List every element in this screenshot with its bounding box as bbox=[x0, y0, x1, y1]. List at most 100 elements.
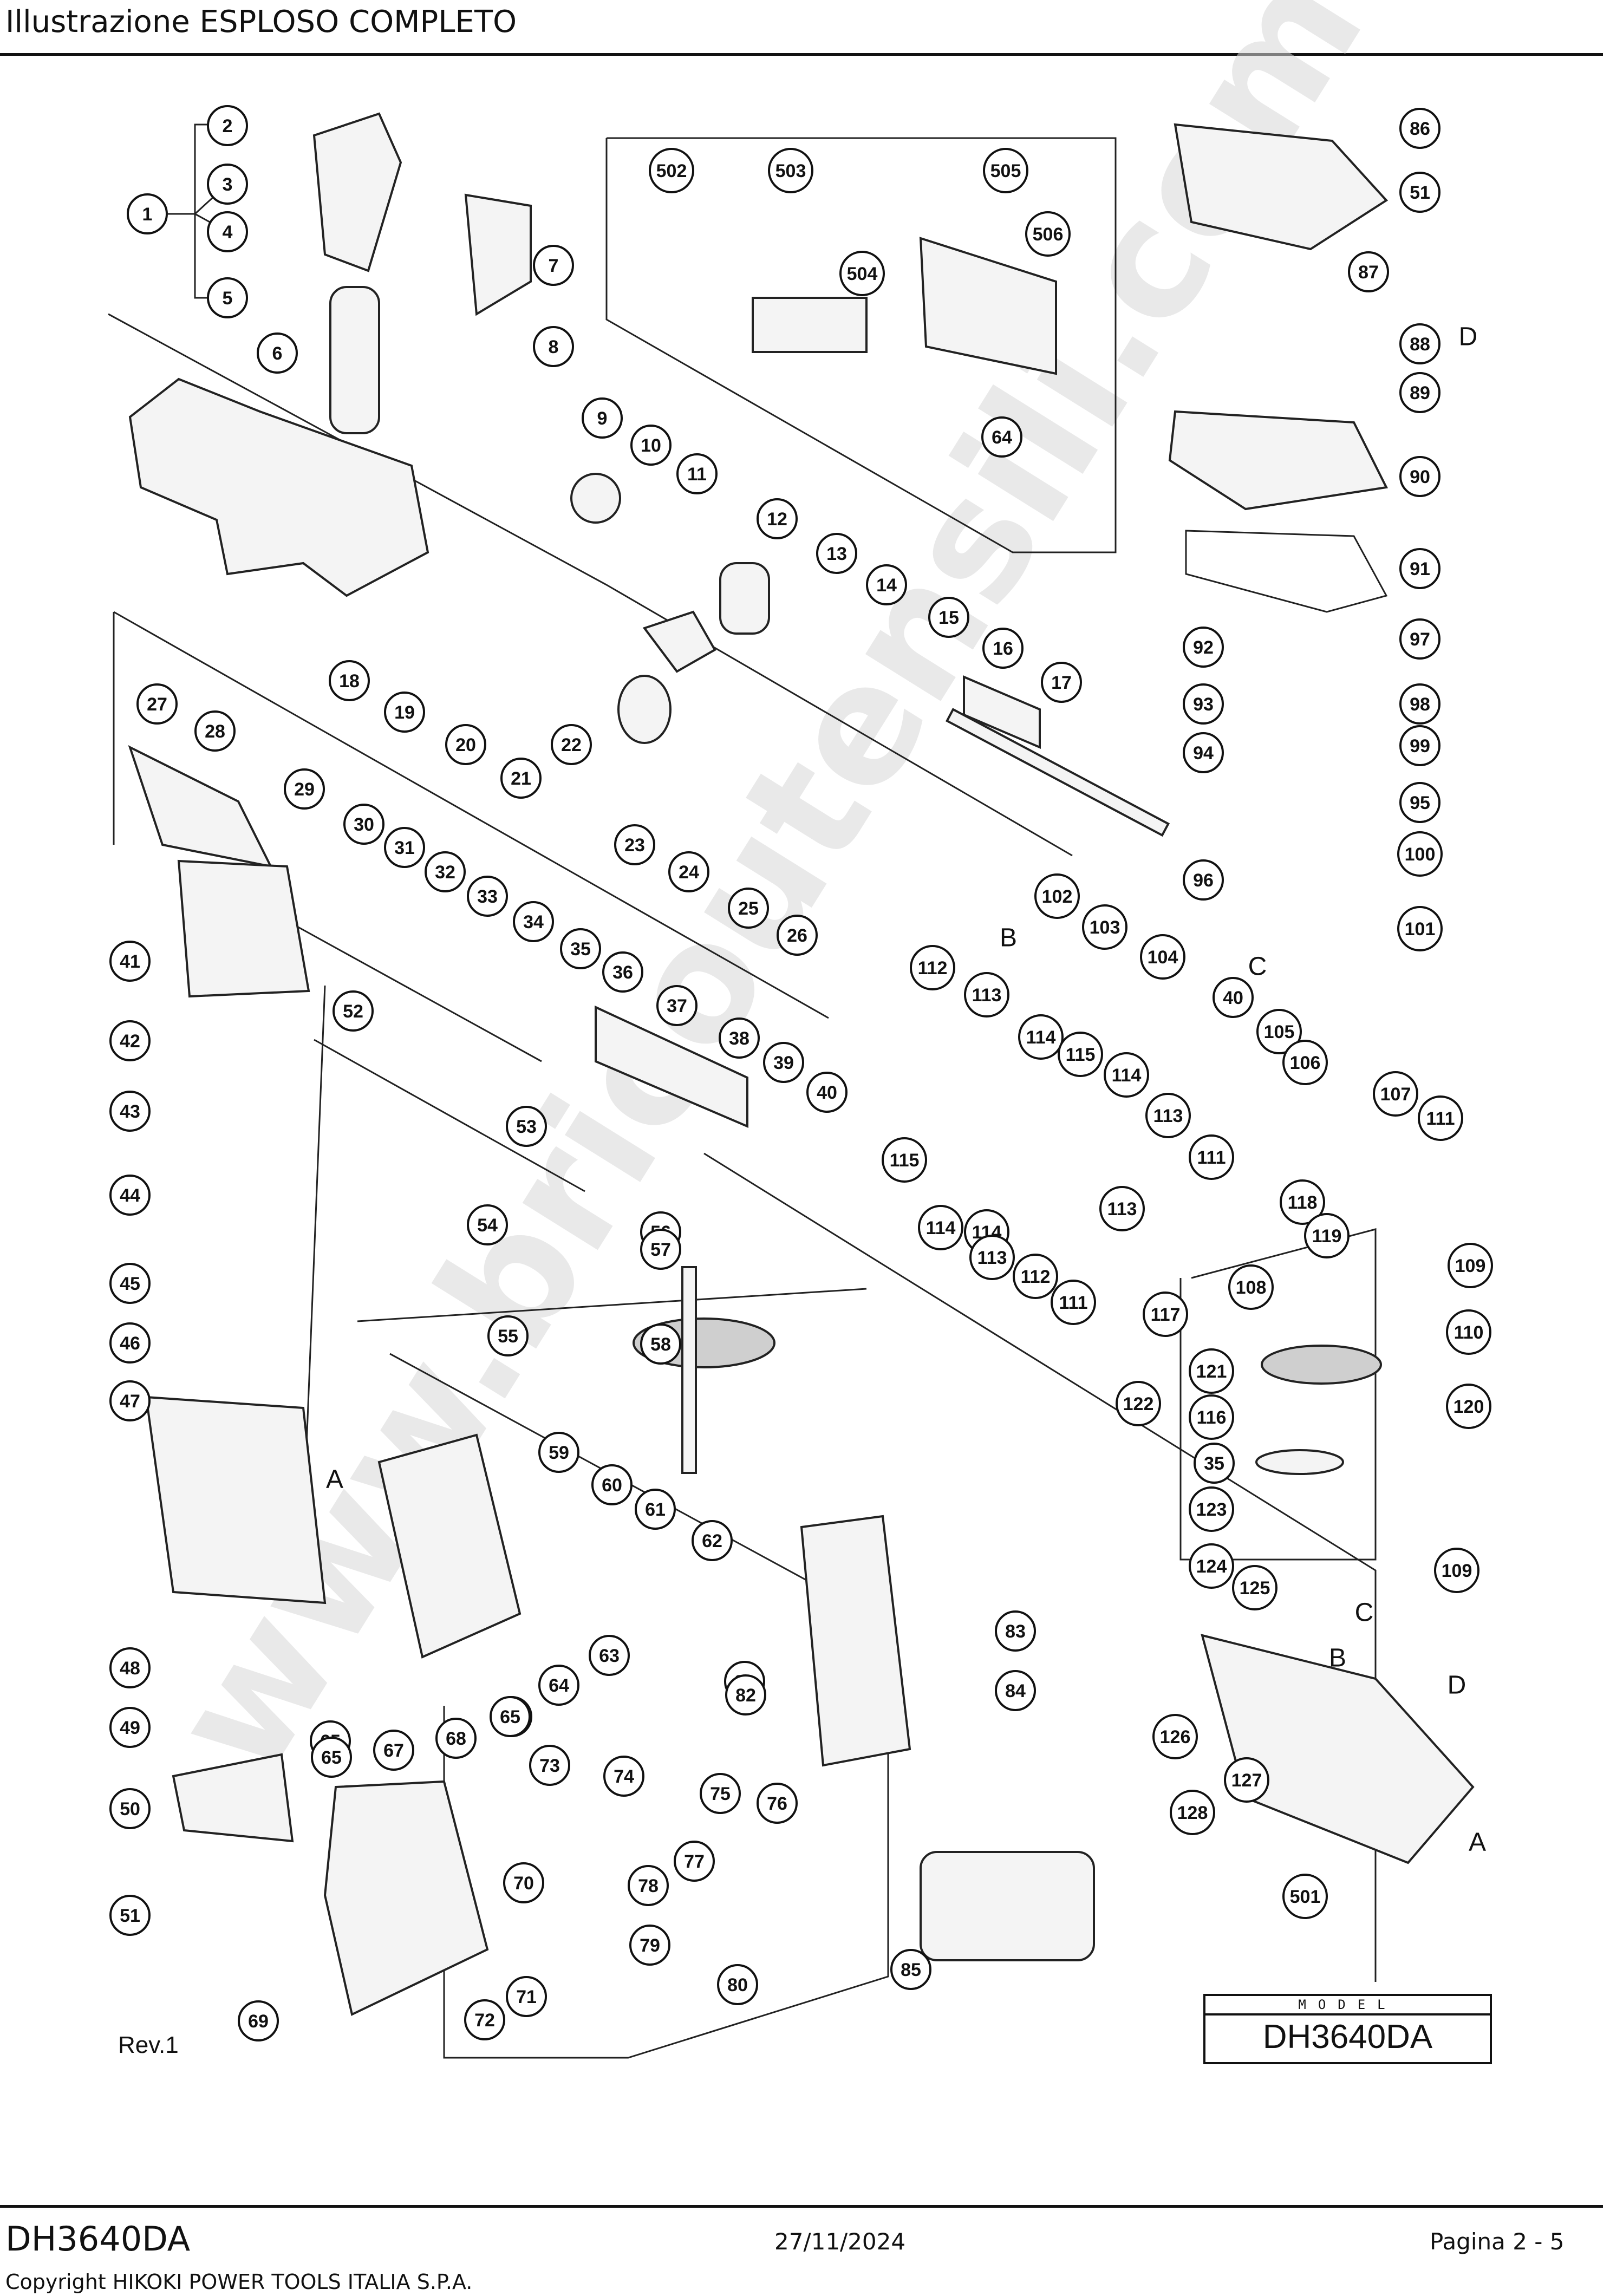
revision-label: Rev.1 bbox=[118, 2032, 179, 2058]
part-bubble-circle bbox=[635, 1489, 676, 1530]
part-number: 22 bbox=[561, 735, 582, 755]
part-bubble: 128 bbox=[1170, 1790, 1215, 1835]
part-bubble-circle bbox=[1170, 1790, 1215, 1835]
part-bubble: 120 bbox=[1446, 1384, 1491, 1429]
part-bubble: 19 bbox=[384, 692, 425, 733]
part-bubble: 503 bbox=[768, 148, 813, 193]
part-bubble-circle bbox=[890, 1949, 931, 1990]
part-bubble: 18 bbox=[329, 660, 370, 701]
part-number: 34 bbox=[523, 912, 544, 932]
part-number: 16 bbox=[993, 638, 1013, 659]
part-number: 113 bbox=[977, 1248, 1007, 1268]
part-number: 111 bbox=[1197, 1147, 1226, 1168]
part-number: 78 bbox=[638, 1876, 659, 1896]
part-bubble: 126 bbox=[1152, 1714, 1198, 1759]
part-bubble-circle bbox=[311, 1737, 352, 1778]
part-bubble: 10 bbox=[630, 425, 672, 466]
part-bubble: 34 bbox=[513, 901, 554, 942]
part-bubble-circle bbox=[768, 148, 813, 193]
part-bubble: 64 bbox=[981, 416, 1022, 458]
part-number: 90 bbox=[1410, 467, 1430, 487]
part-bubble-circle bbox=[700, 1773, 741, 1814]
part-number: 123 bbox=[1196, 1499, 1227, 1520]
part-bubble: 106 bbox=[1282, 1040, 1328, 1085]
part-number: 506 bbox=[1033, 224, 1064, 245]
part-bubble-circle bbox=[1399, 323, 1440, 364]
part-bubble-circle bbox=[1189, 1348, 1234, 1394]
part-bubble: 9 bbox=[582, 397, 623, 439]
part-number: 51 bbox=[1410, 182, 1430, 203]
part-bubble: 506 bbox=[1025, 211, 1071, 257]
part-bubble: 35 bbox=[560, 928, 601, 969]
part-bubble-circle bbox=[806, 1072, 848, 1113]
part-number: 12 bbox=[767, 509, 787, 530]
part-number: 112 bbox=[918, 958, 948, 979]
part-bubble-circle bbox=[1041, 662, 1082, 703]
part-bubble: 83 bbox=[995, 1610, 1036, 1652]
part-bubble-circle bbox=[551, 724, 592, 765]
part-number: 80 bbox=[727, 1975, 748, 1995]
part-bubble: 501 bbox=[1282, 1874, 1328, 1919]
part-bubble-circle bbox=[500, 758, 542, 799]
part-bubble: 11 bbox=[676, 453, 718, 494]
part-bubble: 3 bbox=[207, 164, 248, 205]
part-bubble: 28 bbox=[194, 710, 236, 752]
part-bubble: 88 bbox=[1399, 323, 1440, 364]
part-number: 97 bbox=[1410, 629, 1430, 650]
part-number: 2 bbox=[223, 116, 233, 136]
part-bubble-circle bbox=[1189, 1486, 1234, 1532]
part-bubble-circle bbox=[629, 1925, 670, 1966]
part-bubble: 53 bbox=[506, 1106, 547, 1147]
part-bubble-circle bbox=[1399, 725, 1440, 766]
part-bubble: 71 bbox=[506, 1976, 547, 2017]
part-number: 88 bbox=[1410, 334, 1430, 355]
part-number: 103 bbox=[1090, 917, 1120, 938]
part-bubble: 127 bbox=[1224, 1757, 1269, 1803]
part-bubble: 31 bbox=[384, 827, 425, 868]
part-number: 79 bbox=[640, 1935, 660, 1956]
part-bubble-circle bbox=[918, 1205, 963, 1250]
part-bubble: 97 bbox=[1399, 618, 1440, 660]
letter-d-bottom: D bbox=[1448, 1671, 1466, 1700]
part-bubble-circle bbox=[1183, 859, 1224, 901]
part-number: 110 bbox=[1454, 1322, 1484, 1343]
part-bubble: 119 bbox=[1304, 1213, 1350, 1258]
part-bubble: 16 bbox=[982, 628, 1024, 669]
part-bubble: 65 bbox=[311, 1737, 352, 1778]
part-bubble-circle bbox=[1183, 627, 1224, 668]
part-bubble-circle bbox=[238, 2000, 279, 2041]
part-bubble-circle bbox=[656, 985, 698, 1026]
part-bubble-circle bbox=[1194, 1443, 1235, 1484]
part-bubble-circle bbox=[109, 1647, 151, 1688]
part-bubble: 39 bbox=[763, 1042, 804, 1083]
model-value: DH3640DA bbox=[1262, 2018, 1433, 2056]
part-bubble-circle bbox=[640, 1229, 681, 1270]
part-bubble: 105 bbox=[1256, 1009, 1302, 1054]
part-bubble-circle bbox=[1183, 732, 1224, 773]
part-bubble-circle bbox=[384, 827, 425, 868]
part-number: 108 bbox=[1236, 1277, 1267, 1298]
part-bubble-circle bbox=[529, 1745, 570, 1786]
part-number: 9 bbox=[597, 408, 608, 429]
part-number: 505 bbox=[990, 161, 1021, 181]
part-number: 119 bbox=[1312, 1226, 1342, 1247]
part-bubble-circle bbox=[1143, 1292, 1188, 1337]
part-bubble-circle bbox=[1189, 1134, 1234, 1180]
part-bubble: 121 bbox=[1189, 1348, 1234, 1394]
part-bubble: 82 bbox=[725, 1674, 766, 1716]
part-number: 109 bbox=[1455, 1256, 1486, 1276]
part-number: 70 bbox=[513, 1873, 534, 1894]
part-bubble-circle bbox=[207, 277, 248, 318]
part-bubble: 113 bbox=[1145, 1093, 1191, 1138]
part-bubble: 17 bbox=[1041, 662, 1082, 703]
part-bubble-circle bbox=[725, 1674, 766, 1716]
part-number: 5 bbox=[223, 288, 233, 309]
part-number: 6 bbox=[272, 343, 283, 364]
part-bubble: 504 bbox=[839, 251, 885, 296]
part-bubble: 96 bbox=[1183, 859, 1224, 901]
part-bubble-circle bbox=[109, 1707, 151, 1748]
part-number: 50 bbox=[120, 1799, 140, 1819]
part-bubble-circle bbox=[194, 710, 236, 752]
part-number: 71 bbox=[516, 1987, 537, 2007]
part-number: 42 bbox=[120, 1031, 140, 1052]
